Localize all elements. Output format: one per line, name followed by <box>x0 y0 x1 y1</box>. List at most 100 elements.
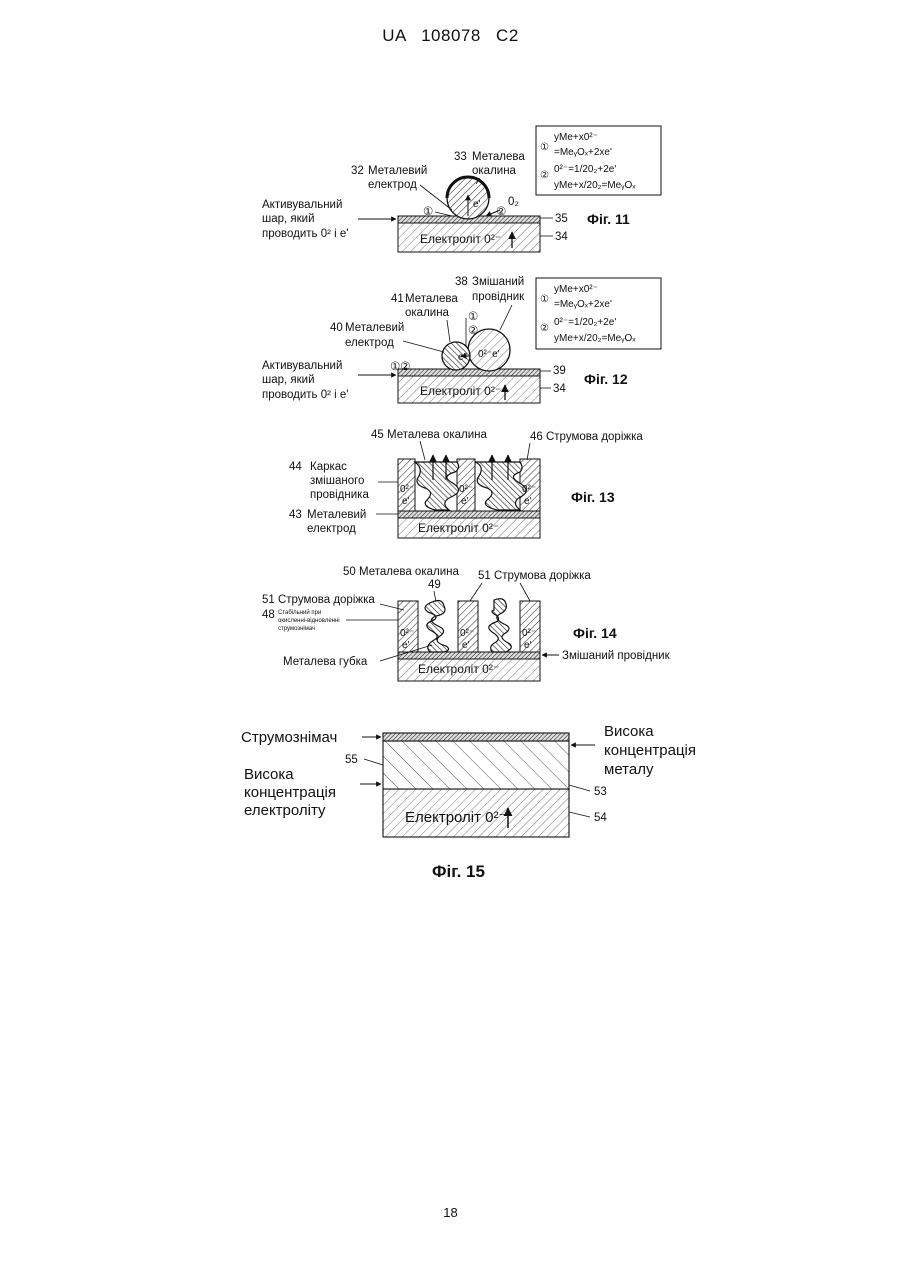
fig13-label-path: 46 Струмова доріжка <box>530 431 643 443</box>
fig13-label-frame-2: змішаного <box>310 475 364 487</box>
figure-13: Електроліт 0²⁻ 0²⁻ e' 0²⁻ e' 0²⁻ e' 45 М… <box>289 429 643 538</box>
fig14-label-path-left: 51 Струмова доріжка <box>262 594 375 606</box>
fig12-ref-34: 34 <box>553 383 566 395</box>
fig14-ref-48: 48 <box>262 609 275 621</box>
fig13-scale-left <box>415 462 459 510</box>
fig11-label-layer-3: проводить 0² і e' <box>262 228 349 240</box>
fig15-label-high-el-3: електроліту <box>244 802 326 819</box>
fig12-electrolyte-label: Електроліт 0²⁻ <box>420 384 501 398</box>
fig12-marks: ①② <box>390 361 411 373</box>
fig11-label-electrode-2: електрод <box>368 179 417 191</box>
fig12-eq-2a: 0²⁻=1/20₂+2e' <box>554 317 616 328</box>
fig14-o2-middle: 0²⁻ <box>460 628 474 639</box>
fig15-ref-55: 55 <box>345 754 358 766</box>
fig13-o2-left: 0²⁻ <box>400 484 414 495</box>
fig15-label-collector: Струмознімач <box>241 729 337 746</box>
fig12-label-mixed-2: провідник <box>472 291 525 303</box>
fig12-label-layer-2: шар, який <box>262 374 315 386</box>
fig12-eq-mark-1: ① <box>540 294 549 305</box>
fig14-label-sponge: Металева губка <box>283 656 368 668</box>
fig11-eq-mark-2: ② <box>540 170 549 181</box>
fig14-sponge-right <box>489 599 512 652</box>
fig11-ref-32: 32 <box>351 165 364 177</box>
fig12-activating-layer <box>398 369 540 376</box>
fig14-ref-49: 49 <box>428 579 441 591</box>
fig13-scale-right <box>475 462 526 510</box>
fig14-o2-left: 0²⁻ <box>400 628 414 639</box>
fig12-label-scale-1: Металева <box>405 293 458 305</box>
fig13-label-frame-1: Каркас <box>310 461 347 473</box>
fig11-label-layer-2: шар, який <box>262 213 315 225</box>
fig12-mark-2: ② <box>468 325 478 337</box>
fig14-small-1: Стабільний при <box>278 609 321 616</box>
figure-12: Електроліт 0²⁻ 0²⁻e' e' ①② ① ② 38 Змішан… <box>262 276 661 403</box>
fig12-mark-1: ① <box>468 311 478 323</box>
fig12-label-electrode-2: електрод <box>345 337 394 349</box>
fig13-label-electrode-1: Металевий <box>307 509 366 521</box>
fig12-o2e-label: 0²⁻e' <box>478 349 500 360</box>
fig11-eq-2a: 0²⁻=1/20₂+2e' <box>554 164 616 175</box>
fig11-ref-35: 35 <box>555 213 568 225</box>
fig15-ref-53: 53 <box>594 786 607 798</box>
fig11-label-layer-1: Активувальний <box>262 199 342 211</box>
figure-15: Електроліт 0²⁻ Струмознімач 55 Висока ко… <box>241 723 696 881</box>
fig14-small-3: струмознімач <box>278 626 315 632</box>
fig12-label-electrode-1: Металевий <box>345 322 404 334</box>
fig12-ref-39: 39 <box>553 365 566 377</box>
fig12-ref-40: 40 <box>330 322 343 334</box>
fig11-ref-33: 33 <box>454 151 467 163</box>
fig12-label-layer-1: Активувальний <box>262 360 342 372</box>
fig13-electrolyte-label: Електроліт 0²⁻ <box>418 521 499 535</box>
fig13-e-right: e' <box>524 496 532 507</box>
fig15-label-high-el-2: концентрація <box>244 784 336 801</box>
fig15-label-high-met-2: концентрація <box>604 742 696 759</box>
fig11-electrolyte-label: Електроліт 0²⁻ <box>420 232 501 246</box>
fig14-caption: Фіг. 14 <box>573 625 617 641</box>
fig11-eq-1b: =MeᵧOₓ+2xe' <box>554 147 612 158</box>
fig13-caption: Фіг. 13 <box>571 489 615 505</box>
fig14-small-2: окисленні-відновленні <box>278 618 340 624</box>
fig12-e-label: e' <box>458 352 466 363</box>
fig14-label-path-right: 51 Струмова доріжка <box>478 570 591 582</box>
fig15-caption: Фіг. 15 <box>432 862 485 881</box>
fig13-label-scale: 45 Металева окалина <box>371 429 487 441</box>
fig13-o2-middle: 0²⁻ <box>459 484 473 495</box>
fig15-current-collector <box>383 733 569 741</box>
fig14-mixed-layer <box>398 652 540 659</box>
fig11-label-scale-1: Металева <box>472 151 525 163</box>
fig13-label-electrode-2: електрод <box>307 523 356 535</box>
fig11-caption: Фіг. 11 <box>587 211 630 227</box>
fig14-e-middle: e' <box>462 640 470 651</box>
fig14-label-scale: 50 Металева окалина <box>343 566 459 578</box>
figure-11: Електроліт 0²⁻ e' 0₂ ① ② 32 Металевий ел… <box>262 126 661 252</box>
fig14-electrolyte-label: Електроліт 0²⁻ <box>418 662 499 676</box>
fig12-eq-mark-2: ② <box>540 323 549 334</box>
fig11-e-label: e' <box>473 199 481 210</box>
fig11-mark-1: ① <box>423 206 433 218</box>
fig12-caption: Фіг. 12 <box>584 371 628 387</box>
fig15-label-high-el-1: Висока <box>244 766 294 783</box>
fig15-ref-54: 54 <box>594 812 607 824</box>
fig11-eq-1a: yMe+x0²⁻ <box>554 132 598 143</box>
fig12-ref-38: 38 <box>455 276 468 288</box>
fig11-label-electrode-1: Металевий <box>368 165 427 177</box>
fig11-eq-2b: yMe+x/20₂=MeᵧOₓ <box>554 180 636 191</box>
fig13-o2-right: 0²⁻ <box>522 484 536 495</box>
fig12-eq-1a: yMe+x0²⁻ <box>554 284 598 295</box>
fig13-electrode-layer <box>398 511 540 518</box>
fig14-e-right: e' <box>524 640 532 651</box>
fig11-label-scale-2: окалина <box>472 165 517 177</box>
fig14-e-left: e' <box>402 640 410 651</box>
fig12-label-layer-3: проводить 0² і e' <box>262 389 349 401</box>
fig15-metal-layer <box>383 741 569 789</box>
fig14-o2-right: 0²⁻ <box>522 628 536 639</box>
fig13-label-frame-3: провідника <box>310 489 369 501</box>
fig12-ref-41: 41 <box>391 293 404 305</box>
fig12-eq-2b: yMe+x/20₂=MeᵧOₓ <box>554 333 636 344</box>
fig13-e-middle: e' <box>461 496 469 507</box>
fig11-mark-2: ② <box>496 206 506 218</box>
fig14-label-mixed: Змішаний провідник <box>562 650 671 662</box>
fig12-label-mixed-1: Змішаний <box>472 276 524 288</box>
fig11-eq-mark-1: ① <box>540 142 549 153</box>
fig13-ref-43: 43 <box>289 509 302 521</box>
